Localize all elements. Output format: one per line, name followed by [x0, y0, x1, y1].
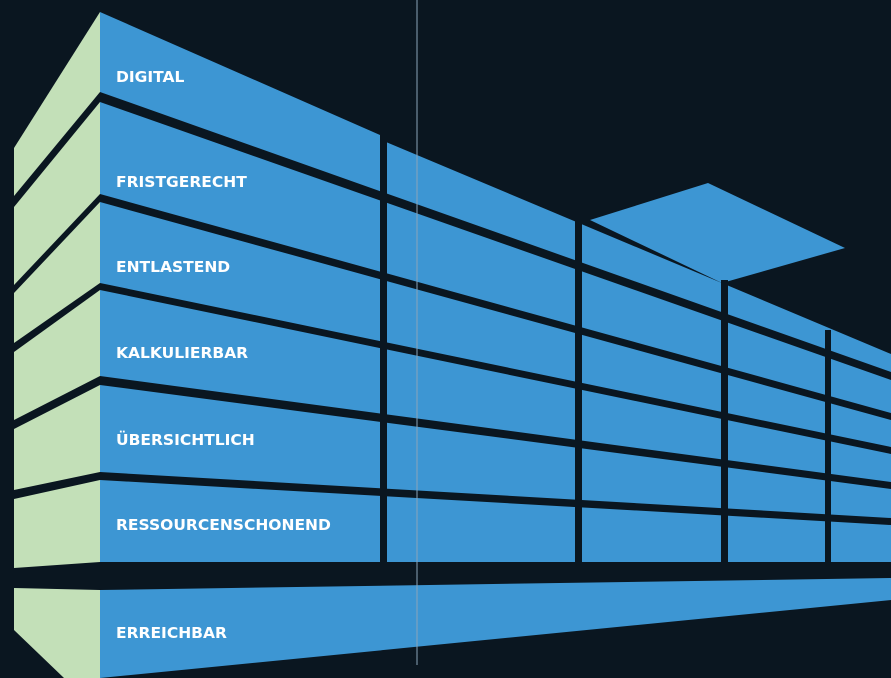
floor-label-kalkulierbar: KALKULIERBAR: [116, 344, 248, 362]
floor-label-digital: DIGITAL: [116, 68, 184, 86]
side-wall-6: [14, 480, 100, 568]
column-1: [380, 130, 387, 570]
side-wall-2: [14, 102, 100, 285]
side-wall-3: [14, 202, 100, 343]
floor-label-uebersichtlich: ÜBERSICHTLICH: [116, 430, 255, 449]
column-3: [721, 280, 728, 570]
column-4: [825, 330, 831, 570]
roof-panel: [590, 183, 845, 283]
floor-label-entlastend: ENTLASTEND: [116, 258, 230, 276]
ground-shadow: [100, 562, 891, 578]
facade-band-1: [100, 12, 891, 372]
floor-labels: DIGITAL FRISTGERECHT ENTLASTEND KALKULIE…: [116, 68, 331, 642]
facade-band-6: [100, 480, 891, 562]
facade-band-3: [100, 202, 891, 447]
side-wall-1: [14, 12, 100, 196]
facade-band-4: [100, 290, 891, 482]
floor-label-fristgerecht: FRISTGERECHT: [116, 173, 247, 191]
facade: [100, 12, 891, 678]
side-wall-5: [14, 385, 100, 490]
column-2: [575, 215, 582, 570]
floor-label-ressourcenschonend: RESSOURCENSCHONEND: [116, 516, 331, 534]
facade-band-2: [100, 102, 891, 413]
columns: [100, 130, 891, 578]
side-wall-7: [14, 588, 100, 678]
side-wall-4: [14, 290, 100, 420]
side-walls: [14, 12, 100, 678]
facade-band-5: [100, 385, 891, 518]
floor-label-erreichbar: ERREICHBAR: [116, 624, 227, 642]
facade-band-7: [100, 578, 891, 678]
